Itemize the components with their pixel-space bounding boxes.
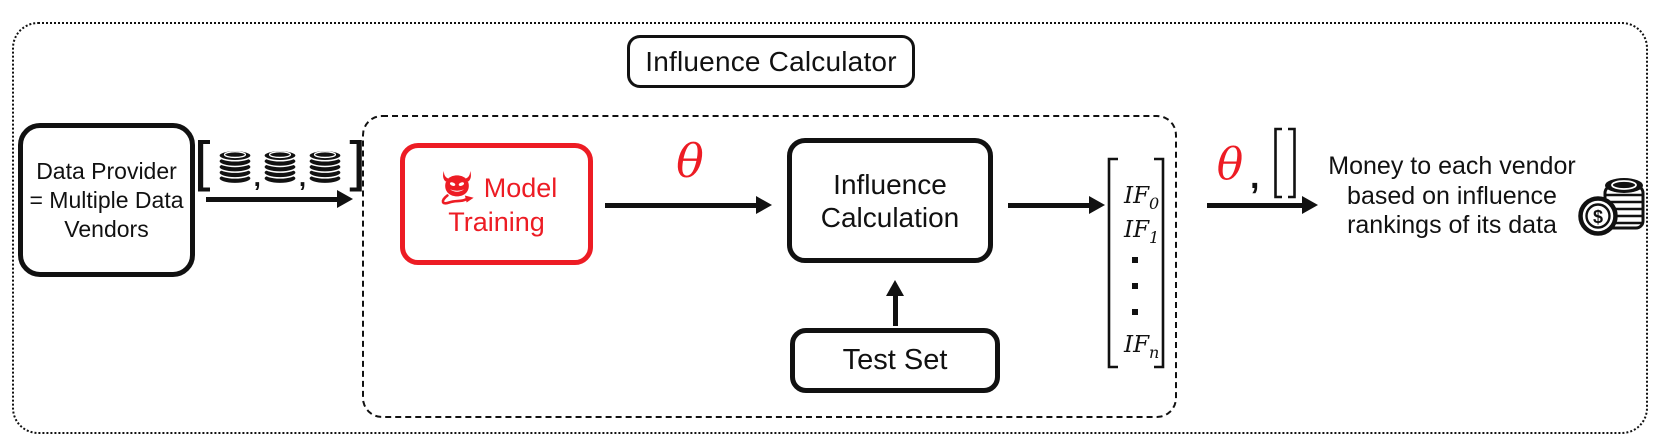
open-bracket: [ xyxy=(193,130,216,198)
arrow-provider-to-calculator xyxy=(206,197,338,202)
data-provider-node: Data Provider = Multiple Data Vendors xyxy=(18,123,195,277)
influence-calculator-frame xyxy=(362,115,1177,418)
money-note-line3: rankings of its data xyxy=(1347,211,1557,239)
db-comma-1: , xyxy=(253,162,261,192)
data-provider-line2: = Multiple Data xyxy=(29,186,184,213)
database-icon xyxy=(308,149,343,185)
vector-left-bracket xyxy=(1107,157,1118,369)
test-set-node: Test Set xyxy=(790,328,1000,393)
money-note-line2: based on influence xyxy=(1347,181,1557,210)
coins-icon: $ xyxy=(1578,178,1645,236)
money-note-line1: Money to each vendor xyxy=(1328,152,1576,180)
influence-calculation-line1: Influence xyxy=(833,168,947,200)
test-set-label: Test Set xyxy=(842,344,948,376)
influence-calculator-title-box: Influence Calculator xyxy=(627,35,915,88)
data-provider-line3: Vendors xyxy=(64,215,149,242)
data-provider-line1: Data Provider xyxy=(36,157,177,184)
vector-vertical-dots xyxy=(1132,257,1138,315)
db-comma-2: , xyxy=(298,162,307,192)
devil-icon xyxy=(441,171,474,205)
database-icon xyxy=(262,149,297,185)
influence-calculation-line2: Calculation xyxy=(820,201,960,233)
arrow-to-money xyxy=(1207,203,1303,208)
vector-right-bracket xyxy=(1154,157,1165,369)
influence-calculation-node: Influence Calculation xyxy=(787,138,993,263)
output-theta-symbol: θ xyxy=(1216,139,1244,190)
dataset-list-group: [ , , ] xyxy=(193,130,367,198)
arrow-training-to-calculation xyxy=(605,203,757,208)
close-bracket: ] xyxy=(344,130,367,198)
model-training-line1: Model xyxy=(483,173,558,203)
outer-dotted-frame xyxy=(12,22,1648,434)
money-note: Money to each vendor based on influence … xyxy=(1316,152,1588,241)
vector-entry-n: IFn xyxy=(1123,332,1159,362)
vector-entry-1: IF1 xyxy=(1123,217,1159,247)
influence-vector: IF0 IF1 IFn xyxy=(1107,157,1165,369)
theta-symbol: θ xyxy=(676,134,704,188)
model-training-line2: Training xyxy=(448,207,545,237)
arrow-calculation-to-vector xyxy=(1008,203,1090,208)
database-icon xyxy=(217,149,252,185)
empty-brackets-icon xyxy=(1274,127,1296,199)
dollar-sign: $ xyxy=(1593,207,1603,227)
model-training-node: Model Training xyxy=(400,143,593,265)
influence-calculator-title: Influence Calculator xyxy=(645,45,897,77)
output-comma: , xyxy=(1250,158,1260,196)
arrow-testset-to-calculation xyxy=(893,295,898,326)
vector-entry-0: IF0 xyxy=(1123,183,1159,213)
